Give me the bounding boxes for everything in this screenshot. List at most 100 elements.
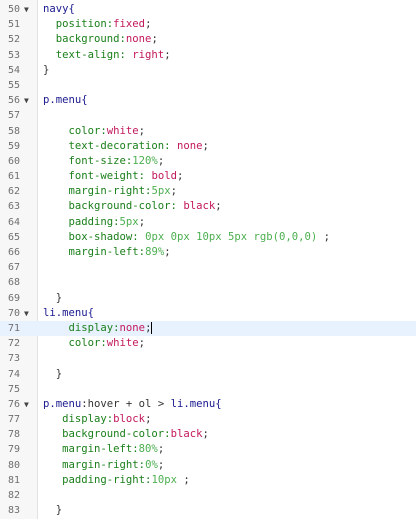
code-line[interactable]: 74 }: [0, 367, 416, 382]
code-token: color:: [43, 124, 107, 137]
code-token: black: [170, 428, 203, 441]
code-line[interactable]: 81 padding-right:10px ;: [0, 473, 416, 488]
code-line[interactable]: 78 background-color:black;: [0, 427, 416, 442]
fold-arrow-icon[interactable]: ▼: [24, 308, 29, 318]
line-number: 66: [7, 247, 20, 258]
code-token: font-weight:: [43, 170, 152, 183]
code-token: margin-left:: [43, 443, 139, 456]
code-token: 5px: [119, 215, 139, 228]
code-text[interactable]: navy{: [43, 2, 75, 17]
code-text[interactable]: color:white;: [43, 124, 146, 139]
fold-arrow-icon[interactable]: ▼: [24, 399, 29, 409]
code-text[interactable]: text-align: right;: [43, 48, 171, 63]
code-token: ;: [176, 170, 184, 183]
code-line[interactable]: 68: [0, 275, 416, 290]
code-token: background-color:: [43, 428, 171, 441]
code-text[interactable]: display:none;: [43, 321, 153, 336]
code-text[interactable]: margin-right:5px;: [43, 184, 177, 199]
code-token: font-size:: [43, 154, 133, 167]
code-line[interactable]: 72 color:white;: [0, 336, 416, 351]
code-token: margin-right:: [43, 185, 152, 198]
code-line[interactable]: 54}: [0, 63, 416, 78]
code-line[interactable]: 76▼p.menu:hover + ol > li.menu{: [0, 397, 416, 412]
code-token: black: [183, 200, 216, 213]
code-text[interactable]: p.menu:hover + ol > li.menu{: [43, 397, 222, 412]
code-token: ;: [170, 185, 177, 198]
code-text[interactable]: background-color:black;: [43, 427, 209, 442]
code-text[interactable]: color:white;: [43, 336, 146, 351]
code-line[interactable]: 50▼navy{: [0, 2, 416, 17]
code-text[interactable]: li.menu{: [43, 306, 94, 321]
code-line[interactable]: 71 display:none;: [0, 320, 416, 337]
line-number: 53: [7, 49, 20, 61]
code-line[interactable]: 52 background:none;: [0, 32, 416, 47]
code-line[interactable]: 64 padding:5px;: [0, 215, 416, 230]
code-token: color:: [43, 337, 107, 350]
code-token: fixed: [113, 18, 146, 31]
code-line[interactable]: 60 font-size:120%;: [0, 154, 416, 169]
code-line[interactable]: 57: [0, 108, 416, 123]
code-text[interactable]: margin-right:0%;: [43, 458, 164, 473]
code-line[interactable]: 80 margin-right:0%;: [0, 458, 416, 473]
code-text[interactable]: background-color: black;: [43, 199, 222, 214]
code-text[interactable]: display:block;: [43, 412, 151, 427]
code-line[interactable]: 63 background-color: black;: [0, 199, 416, 214]
code-text[interactable]: margin-left:89%;: [43, 245, 171, 260]
code-line[interactable]: 67: [0, 260, 416, 275]
code-text[interactable]: p.menu{: [43, 93, 88, 108]
code-token: position:: [43, 18, 114, 31]
code-text[interactable]: }: [43, 291, 62, 306]
line-number: 69: [7, 292, 20, 304]
line-number: 54: [7, 64, 20, 76]
code-line[interactable]: 82: [0, 488, 416, 503]
code-line[interactable]: 73: [0, 351, 416, 366]
line-number: 55: [7, 79, 20, 91]
code-line[interactable]: 75: [0, 382, 416, 397]
code-text[interactable]: box-shadow: 0px 0px 10px 5px rgb(0,0,0) …: [43, 230, 331, 245]
code-token: ;: [164, 246, 171, 258]
text-cursor: [151, 321, 153, 334]
code-line[interactable]: 69 }: [0, 291, 416, 306]
code-line[interactable]: 61 font-weight: bold;: [0, 169, 416, 184]
code-text[interactable]: }: [43, 367, 62, 382]
line-number: 68: [7, 277, 20, 289]
code-text[interactable]: text-decoration: none;: [43, 139, 209, 154]
code-line[interactable]: 55: [0, 78, 416, 93]
code-text[interactable]: margin-left:80%;: [43, 442, 164, 457]
code-token: background-color:: [43, 200, 184, 213]
code-line[interactable]: 56▼p.menu{: [0, 93, 416, 108]
code-token: 80%: [138, 443, 158, 456]
line-number: 79: [7, 444, 20, 456]
code-line[interactable]: 53 text-align: right;: [0, 48, 416, 63]
code-token: ;: [151, 33, 158, 46]
code-token: none: [125, 33, 152, 46]
code-text[interactable]: font-size:120%;: [43, 154, 165, 169]
fold-arrow-icon[interactable]: ▼: [24, 5, 29, 14]
code-line[interactable]: 70▼li.menu{: [0, 306, 416, 321]
fold-arrow-icon[interactable]: ▼: [24, 96, 29, 106]
code-text[interactable]: font-weight: bold;: [43, 169, 184, 184]
code-text[interactable]: padding:5px;: [43, 215, 146, 230]
line-number: 74: [7, 368, 20, 380]
code-line[interactable]: 58 color:white;: [0, 124, 416, 139]
code-line[interactable]: 66 margin-left:89%;: [0, 245, 416, 260]
code-line[interactable]: 59 text-decoration: none;: [0, 139, 416, 154]
code-text[interactable]: padding-right:10px ;: [43, 473, 190, 488]
code-line[interactable]: 51 position:fixed;: [0, 17, 416, 32]
code-text[interactable]: background:none;: [43, 32, 158, 47]
code-line[interactable]: 62 margin-right:5px;: [0, 184, 416, 199]
code-line[interactable]: 65 box-shadow: 0px 0px 10px 5px rgb(0,0,…: [0, 230, 416, 245]
line-number: 75: [7, 383, 20, 395]
code-line[interactable]: 83 }: [0, 503, 416, 518]
line-number: 83: [7, 505, 20, 517]
code-token: ;: [317, 230, 331, 243]
code-text[interactable]: }: [43, 503, 62, 518]
code-line[interactable]: 77 display:block;: [0, 412, 416, 427]
code-text[interactable]: position:fixed;: [43, 17, 152, 32]
line-number: 78: [7, 429, 20, 441]
code-text[interactable]: }: [43, 63, 49, 78]
code-line[interactable]: 79 margin-left:80%;: [0, 442, 416, 457]
code-token: white: [106, 124, 139, 137]
